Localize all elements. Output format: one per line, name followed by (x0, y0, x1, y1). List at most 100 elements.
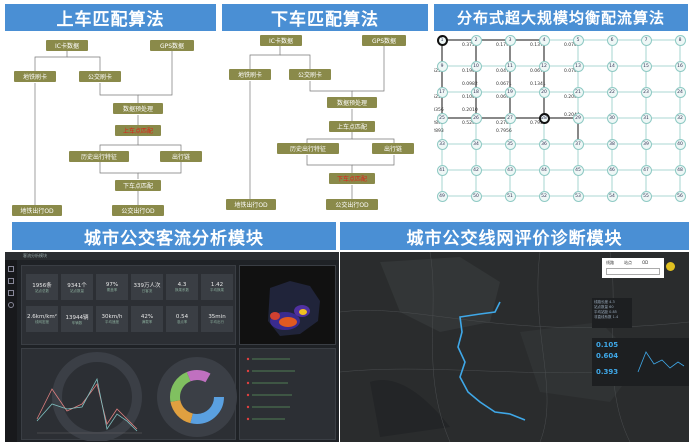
kpi-value: 9341个 (67, 282, 87, 289)
kpi-label: 站点数量 (70, 288, 84, 293)
grid-node: 9 (436, 60, 448, 72)
kpi-label: 覆盖率 (106, 287, 118, 292)
grid-node: 30 (606, 112, 618, 124)
kpi-label: 平均速度 (105, 319, 119, 324)
edge-label: 0.6250 (434, 95, 444, 100)
grid-node: 52 (538, 190, 550, 202)
grid-node: 4 (538, 34, 550, 46)
grid-node: 1 (436, 34, 448, 46)
map-icon[interactable] (8, 290, 14, 296)
header-passenger: 城市公交客流分析模块 (12, 222, 336, 250)
grid-node: 32 (674, 112, 686, 124)
map-tabs: 线路 站点 OD (602, 258, 664, 278)
grid-node: 24 (674, 86, 686, 98)
grid-node: 21 (572, 86, 584, 98)
kpi-value: 30km/h (101, 313, 123, 320)
kpi-label: 准点率 (176, 319, 188, 324)
list-lines (246, 357, 295, 421)
grid-node: 54 (606, 190, 618, 202)
edge-label: 0.1341 (530, 82, 546, 87)
bus-swipe-2: 公交刷卡 (289, 69, 331, 80)
subway-od-2: 地铁出行OD (226, 199, 276, 210)
kpi-tile: 42%满载率 (131, 306, 163, 332)
subway-swipe: 地铁刷卡 (14, 71, 56, 82)
menu-icon[interactable] (8, 266, 14, 272)
grid-edges (441, 39, 681, 197)
flow-connectors-2 (249, 45, 395, 203)
subway-od: 地铁出行OD (12, 205, 62, 216)
grid-node: 45 (572, 164, 584, 176)
kpi-value: 35min (208, 313, 226, 320)
header-boarding: 上车匹配算法 (5, 4, 216, 31)
grid-node: 53 (572, 190, 584, 202)
edge-label: 0.2893 (434, 128, 444, 134)
kpi-value: 2.6km/km² (27, 313, 57, 320)
history-feature: 历史出行特征 (69, 151, 129, 162)
tab-od[interactable]: OD (642, 260, 649, 265)
bus-od-2: 公交出行OD (326, 199, 378, 210)
grid-node: 33 (436, 138, 448, 150)
eval-panel: 0.105 0.604 0.393 (592, 338, 689, 386)
grid-node: 19 (504, 86, 516, 98)
tab-stop[interactable]: 站点 (624, 260, 632, 265)
grid-node: 36 (538, 138, 550, 150)
kpi-label: 日客流 (141, 288, 153, 293)
stat-line-length: 线路长度 4.3 (594, 300, 615, 304)
bus-swipe: 公交刷卡 (79, 71, 121, 82)
kpi-label: 平均换乘 (210, 287, 224, 292)
alight-match-2: 下车点匹配 (329, 173, 375, 184)
heatmap-panel (239, 265, 336, 345)
kpi-label: 满载率 (141, 319, 153, 324)
kpi-label: 线网密度 (35, 319, 49, 324)
grid-node: 55 (640, 190, 652, 202)
grid-node: 38 (606, 138, 618, 150)
grid-node: 51 (504, 190, 516, 202)
kpi-value: 1.42 (210, 281, 224, 288)
data-preprocess: 数据预处理 (113, 103, 163, 114)
search-input[interactable] (606, 268, 660, 275)
edge-label: 0.3750 (462, 43, 478, 48)
grid-node: 39 (640, 138, 652, 150)
grid-node: 40 (674, 138, 686, 150)
chart-icon[interactable] (8, 278, 14, 284)
eval-value-1: 0.105 (596, 341, 619, 349)
grid-node: 37 (572, 138, 584, 150)
grid-node: 35 (504, 138, 516, 150)
grid-node: 47 (640, 164, 652, 176)
edge-label: 0.2893 (434, 121, 444, 126)
edge-label: 0.0476 (496, 69, 512, 74)
header-network: 城市公交线网评价诊断模块 (340, 222, 689, 250)
grid-node: 31 (640, 112, 652, 124)
boarding-match-2: 上车点匹配 (329, 121, 375, 132)
edge-label: 0.3356 (434, 108, 444, 113)
grid-node: 20 (538, 86, 550, 98)
alighting-flowchart: IC卡数据 GPS数据 地铁刷卡 公交刷卡 数据预处理 上车点匹配 历史出行特征… (222, 33, 428, 219)
edge-label: 0.1009 (462, 95, 478, 100)
grid-node: 8 (674, 34, 686, 46)
grid-node: 17 (436, 86, 448, 98)
trend-charts (36, 352, 237, 442)
grid-node: 7 (640, 34, 652, 46)
tab-route[interactable]: 线路 (606, 260, 614, 265)
grid-node: 12 (538, 60, 550, 72)
network-map: 线路 站点 OD 线路长度 4.3 站点数量 60 平均站距 0.85 非直线系… (340, 252, 689, 442)
edge-label: 0.0703 (564, 69, 580, 74)
edge-label: 0.0697 (496, 95, 512, 100)
eval-value-3: 0.393 (596, 368, 619, 376)
settings-icon[interactable] (8, 302, 14, 308)
edge-label: 0.1790 (496, 43, 512, 48)
dashboard-topbar: 客流分析模块 (5, 252, 339, 260)
eval-sparkline (637, 351, 685, 373)
edge-label: 0.0671 (496, 82, 512, 87)
dashboard-sidebar (5, 260, 17, 442)
kpi-value: 42% (140, 313, 154, 320)
edge-label: 0.7956 (496, 128, 512, 134)
kpi-tile: 339万人次日客流 (131, 274, 163, 300)
kpi-label: 车辆数 (71, 320, 83, 325)
grid-node: 23 (640, 86, 652, 98)
grid-node: 6 (606, 34, 618, 46)
